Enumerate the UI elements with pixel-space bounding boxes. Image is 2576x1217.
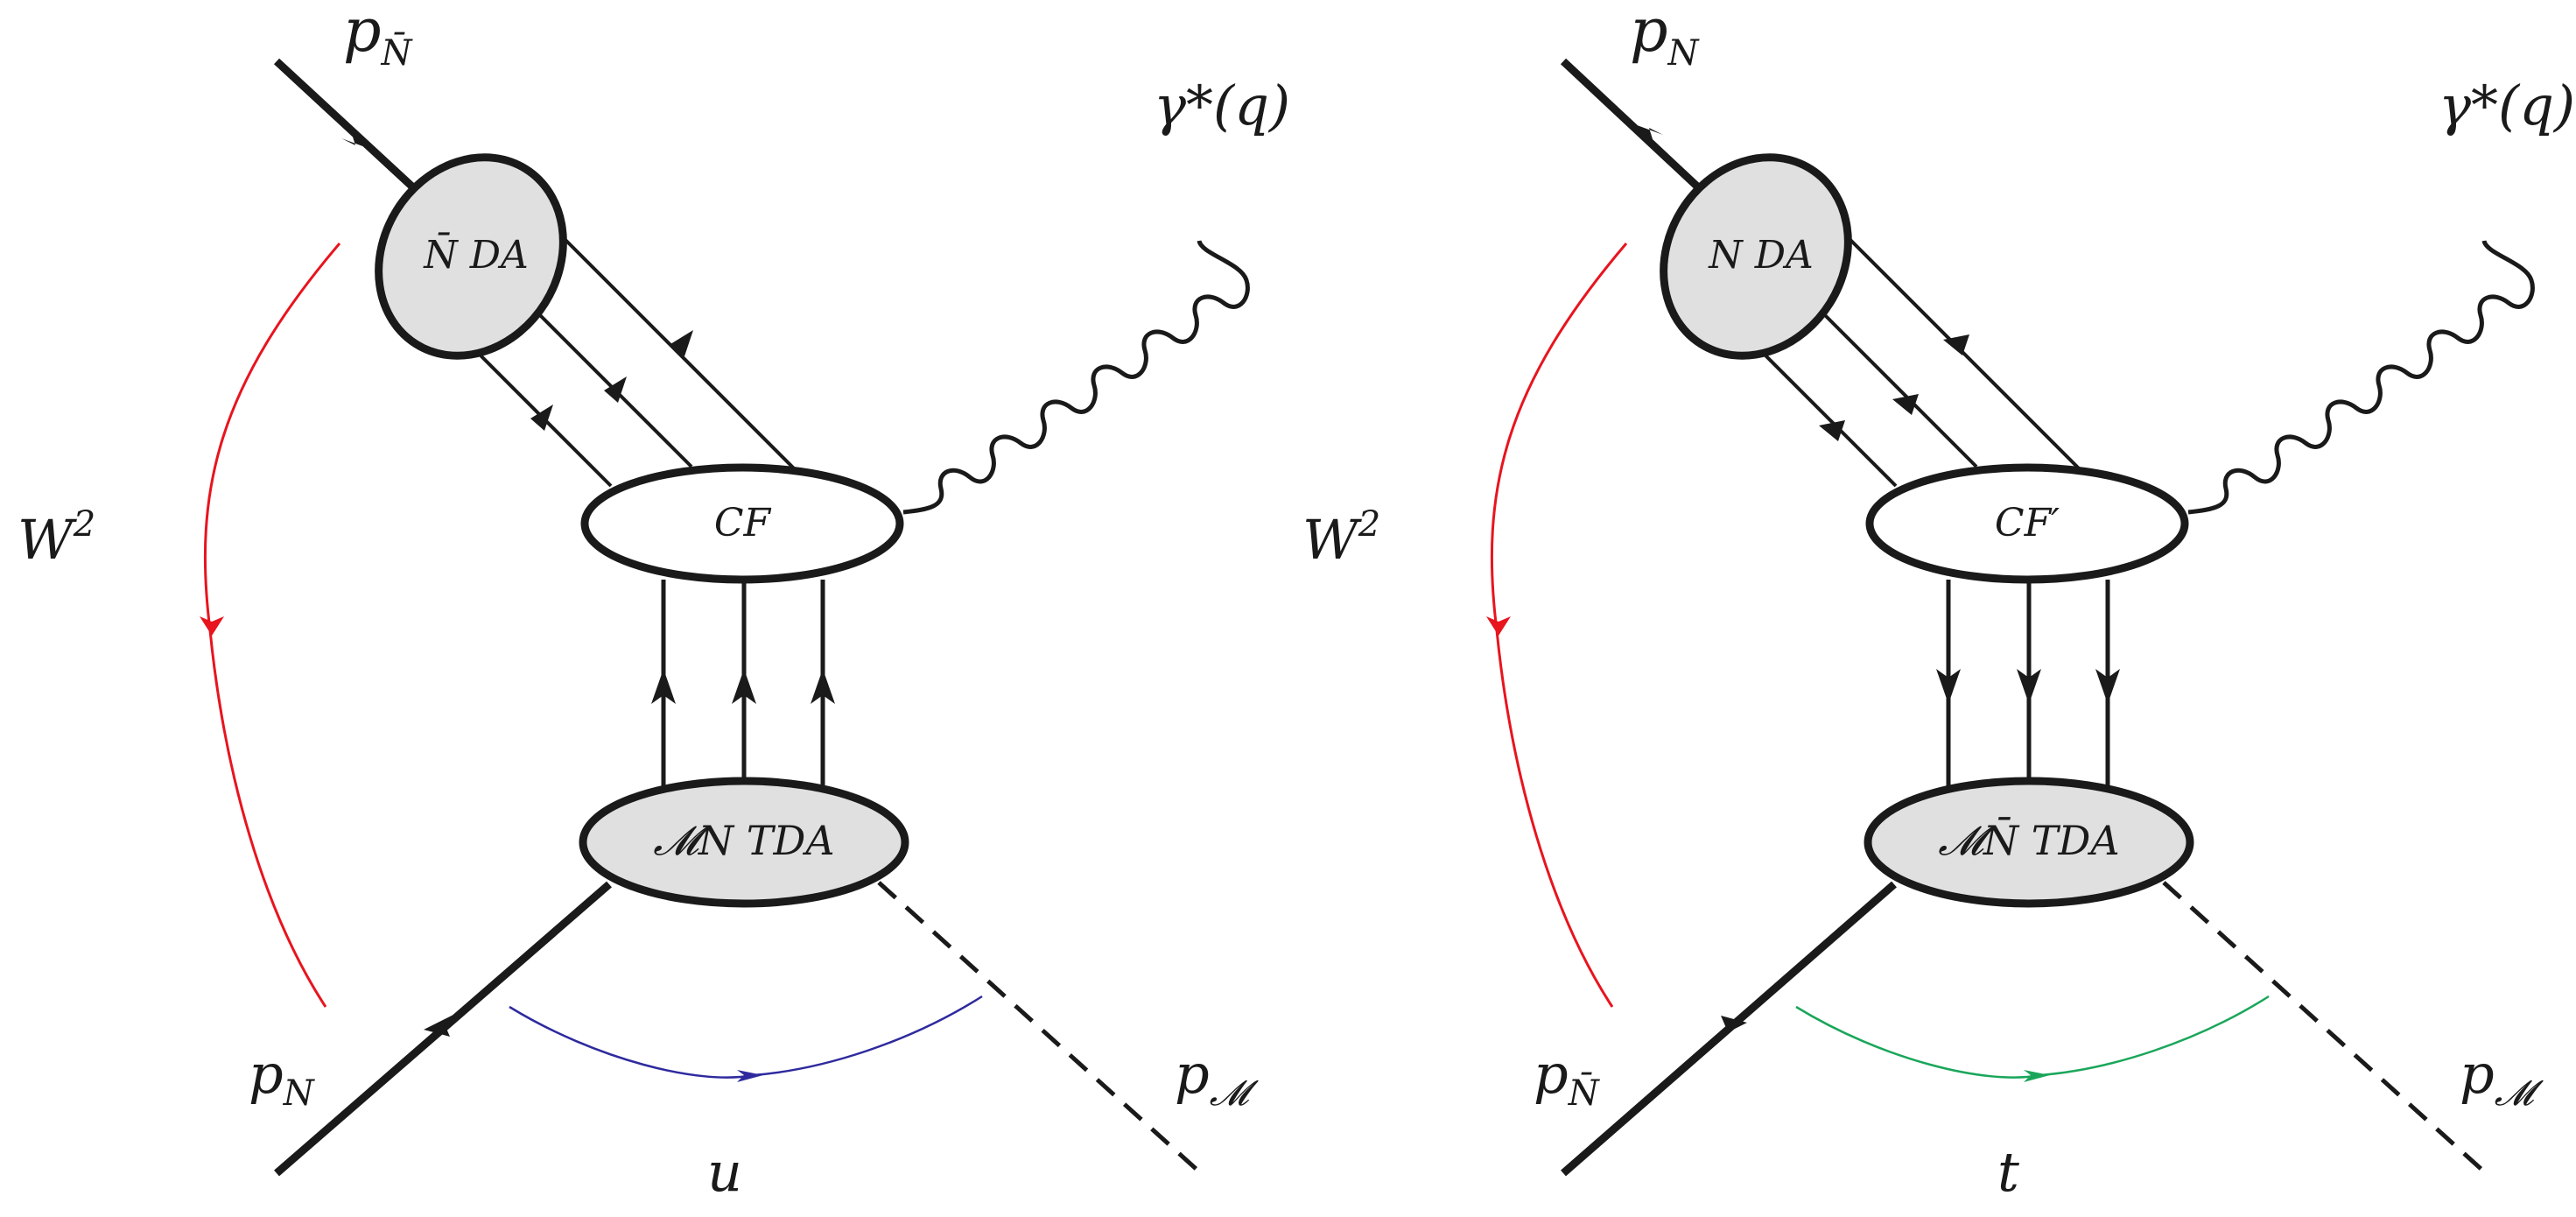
left-cf-label: CF [714,501,772,545]
right-diagram: N DA CF′ 𝓜N̄ TDA [1302,0,2575,1204]
left-bottom-nucleon-line [274,881,612,1177]
right-cf-blob: CF′ [1865,463,2189,584]
left-da-blob: N̄ DA [375,153,567,360]
left-meson-line [877,881,1203,1175]
right-t-arc [1795,995,2270,1082]
right-w2-arc [1486,243,1628,1008]
left-w2-arc [200,243,341,1008]
left-photon-line [902,240,1250,515]
right-da-blob: N DA [1660,153,1852,360]
right-tda-blob: 𝓜N̄ TDA [1864,777,2194,908]
left-u-arc [509,995,983,1082]
left-tda-blob: 𝓜N TDA [579,777,909,908]
right-da-label: N DA [1708,233,1814,278]
right-bottom-nucleon-line [1561,881,1897,1177]
right-top-momentum-label: pN [1630,0,1701,74]
left-channel-label: u [707,1140,742,1204]
right-bottom-nucleon-arrow [1716,1016,1747,1038]
left-top-momentum-label: pN̄ [343,0,414,74]
right-top-nucleon-arrow [1630,123,1663,151]
right-channel-label: t [1997,1140,2019,1204]
right-w2-label: W2 [1302,504,1380,572]
left-cf-blob: CF [580,463,904,584]
left-diagram: N̄ DA CF 𝓜N TDA [18,0,1290,1204]
right-cf-tda-quark-arrows [1936,669,2120,704]
left-top-nucleon-line [273,58,441,214]
right-bottom-momentum-label: pN̄ [1534,1042,1601,1114]
right-top-nucleon-line [1560,58,1726,214]
left-meson-momentum-label: p𝓜 [1175,1042,1260,1114]
right-photon-line [2187,240,2535,515]
right-tda-label: 𝓜N̄ TDA [1938,816,2119,864]
left-photon-label: γ*(q) [1154,74,1290,137]
right-meson-momentum-label: p𝓜 [2460,1042,2544,1114]
right-photon-label: γ*(q) [2439,74,2575,137]
left-cf-tda-quark-arrows [651,669,835,704]
right-cf-label: CF′ [1995,501,2060,545]
left-da-cf-quark-arrows [530,330,693,431]
left-bottom-momentum-label: pN [249,1042,316,1114]
left-da-cf-quark-lines [458,233,796,488]
right-da-cf-quark-arrows [1819,334,1969,441]
left-w2-label: W2 [18,504,95,572]
left-tda-label: 𝓜N TDA [653,817,834,864]
left-da-label: N̄ DA [423,231,529,278]
left-bottom-nucleon-arrow [424,1014,455,1037]
left-top-nucleon-arrow [341,123,375,151]
